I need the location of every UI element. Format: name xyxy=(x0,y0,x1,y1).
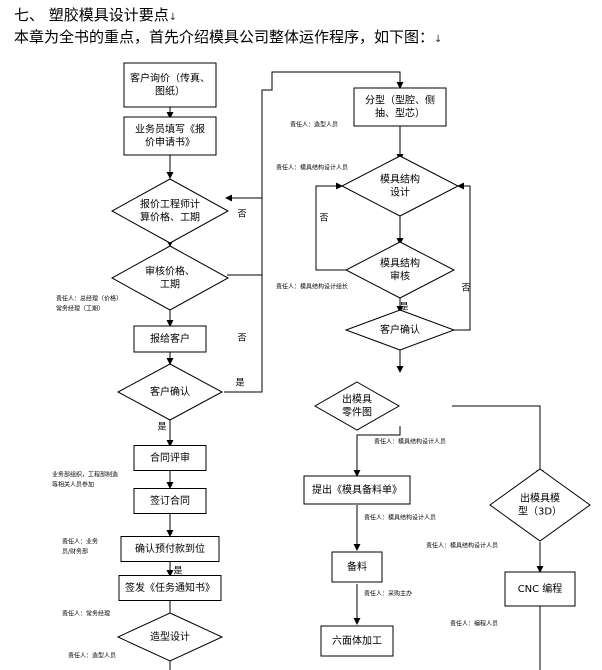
confirm-loop-no xyxy=(452,182,471,331)
note-styling: 责任人：造型人员 xyxy=(68,652,116,660)
process-box-quote_form xyxy=(123,116,217,156)
review-loop-no xyxy=(315,182,348,271)
decision-diamond-structure_design xyxy=(340,155,460,217)
note-parting: 责任人：造型人员 xyxy=(290,121,338,129)
process-label-hexahedron: 六面体加工 xyxy=(332,635,382,647)
note-structure-review: 责任人：模具结构设计组长 xyxy=(276,283,348,291)
process-label-quote_form: 价申请书》 xyxy=(145,136,195,149)
paragraph-mark: ↓ xyxy=(434,34,443,45)
label-yes-1: 是 xyxy=(235,378,244,389)
process-box-prepay xyxy=(120,536,220,562)
section-heading: 七、 塑胶模具设计要点↓ xyxy=(14,4,177,25)
decision-label-review_price: 工期 xyxy=(160,279,180,291)
process-box-inquiry xyxy=(123,62,217,108)
decision-diamond-quote_calc xyxy=(110,178,230,244)
process-label-prep: 备料 xyxy=(347,560,367,573)
note-model3d: 责任人：模具结构设计人员 xyxy=(426,542,498,550)
decision-diamond-review_price xyxy=(110,245,230,311)
connector-to-parting xyxy=(261,71,404,198)
process-label-cnc: CNC 编程 xyxy=(518,582,563,595)
process-box-parting xyxy=(353,87,447,127)
process-label-sign: 签订合同 xyxy=(150,494,190,507)
section-heading-text: 七、 塑胶模具设计要点 xyxy=(14,6,169,24)
note-prepay: 责任人：业务 xyxy=(62,538,98,546)
intro-paragraph: 本章为全书的重点，首先介绍模具公司整体运作程序，如下图：↓ xyxy=(14,26,442,47)
intro-text: 本章为全书的重点，首先介绍模具公司整体运作程序，如下图： xyxy=(14,28,435,46)
decision-label-structure_review: 审核 xyxy=(390,270,410,283)
label-yes-4: 是 xyxy=(399,302,408,313)
decision-diamond-model3d xyxy=(489,468,591,542)
process-label-quote_form: 业务员填写《报 xyxy=(135,123,205,136)
process-box-hexahedron xyxy=(320,625,394,657)
process-label-parting: 分型（型腔、侧 xyxy=(365,94,435,107)
note-prepay: 员/财务部 xyxy=(62,548,88,556)
paragraph-mark: ↓ xyxy=(168,12,178,23)
decision-label-styling: 造型设计 xyxy=(150,630,190,643)
note-cnc: 责任人：编程人员 xyxy=(450,620,498,628)
decision-diamond-part_drawing xyxy=(313,381,401,431)
process-label-material_list: 提出《模具备料单》 xyxy=(312,483,402,496)
label-no-3: 否 xyxy=(319,213,328,224)
decision-diamond-structure_review xyxy=(344,241,456,299)
process-box-task_notice xyxy=(118,575,222,601)
decision-label-part_drawing: 出模具 xyxy=(342,393,372,406)
decision-label-structure_design: 设计 xyxy=(390,186,410,199)
decision-label-quote_calc: 报价工程师计 xyxy=(140,198,200,211)
note-prep: 责任人：采购主办 xyxy=(364,590,412,598)
flowchart-nodes xyxy=(110,62,591,662)
connector-line xyxy=(353,426,401,477)
note-structure: 责任人：模具结构设计人员 xyxy=(276,164,348,172)
connector-line xyxy=(452,405,544,477)
process-box-sign xyxy=(133,488,207,514)
decision-label-model3d: 型（3D） xyxy=(518,505,562,518)
decision-label-model3d: 出模具模 xyxy=(520,492,560,505)
decision-label-review_price: 审核价格、 xyxy=(145,265,195,278)
label-yes-3: 是 xyxy=(173,566,182,577)
decision-label-structure_review: 模具结构 xyxy=(380,257,420,270)
note-contract: 等相关人员参加 xyxy=(52,481,94,489)
decision-label-structure_design: 模具结构 xyxy=(380,173,420,186)
process-label-inquiry: 客户询价（传真、 xyxy=(130,72,210,85)
decision-label-quote_calc: 算价格、工期 xyxy=(140,211,200,224)
feedback-loop-yes xyxy=(224,275,263,393)
note-contract: 业务部组织，工程部制造 xyxy=(52,471,118,479)
process-label-parting: 抽、型芯） xyxy=(375,107,425,120)
process-box-material_list xyxy=(303,475,411,505)
note-material-list: 责任人：模具结构设计人员 xyxy=(364,514,436,522)
flowchart-labels: 客户询价（传真、图纸） 业务员填写《报价申请书》报价工程师计算价格、工期审核价格、… xyxy=(52,72,562,660)
process-box-cnc xyxy=(504,571,576,607)
feedback-loop-no xyxy=(225,194,263,276)
note-review-price: 常务经理（工期） xyxy=(56,305,104,313)
label-no-4: 否 xyxy=(461,283,470,294)
process-label-inquiry: 图纸） xyxy=(155,85,185,98)
decision-diamond-styling xyxy=(116,612,224,662)
decision-label-confirm1: 客户确认 xyxy=(150,385,190,398)
decision-label-confirm2: 客户确认 xyxy=(380,323,420,336)
note-part-drawing: 责任人：模具结构设计人员 xyxy=(374,438,446,446)
process-label-prepay: 确认预付款到位 xyxy=(135,542,205,555)
note-task-notice: 责任人：常务经理 xyxy=(62,610,110,618)
decision-diamond-confirm2 xyxy=(344,309,456,351)
decision-diamond-confirm1 xyxy=(116,363,224,421)
process-box-report xyxy=(133,325,207,353)
process-label-contract_review: 合同评审 xyxy=(150,451,190,464)
decision-label-part_drawing: 零件图 xyxy=(342,407,372,419)
label-yes-2: 是 xyxy=(157,422,166,433)
note-review-price: 责任人：总经理（价格） xyxy=(56,295,122,303)
process-label-report: 报给客户 xyxy=(150,332,190,345)
process-box-contract_review xyxy=(133,445,207,471)
label-no-2: 否 xyxy=(237,333,246,344)
process-label-task_notice: 签发《任务通知书》 xyxy=(125,581,215,594)
process-box-prep xyxy=(331,551,383,583)
label-no-1: 否 xyxy=(237,209,246,220)
